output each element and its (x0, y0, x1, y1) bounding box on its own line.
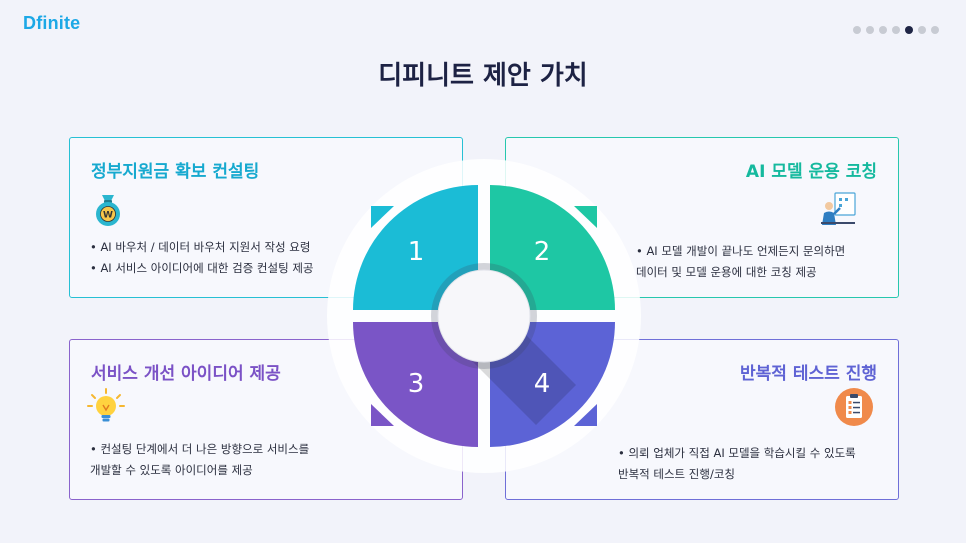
wheel-quadrant-4 (490, 322, 615, 447)
wheel-corner-4 (574, 404, 597, 426)
card-line: • 컨설팅 단계에서 더 나은 방향으로 서비스를 (90, 442, 310, 456)
card-line: 데이터 및 모델 운용에 대한 코칭 제공 (636, 265, 817, 279)
wheel-quadrant-1 (353, 185, 478, 310)
pager-dot-active[interactable] (905, 26, 913, 34)
svg-text:W: W (103, 211, 113, 221)
card-title: AI 모델 운용 코칭 (745, 162, 877, 182)
pager-dot[interactable] (918, 26, 926, 34)
wheel-corner-3 (371, 404, 394, 426)
money-bag-icon: W (88, 189, 128, 229)
pager-dot[interactable] (931, 26, 939, 34)
card-title: 서비스 개선 아이디어 제공 (91, 364, 281, 384)
wheel-quadrant-2 (490, 185, 615, 310)
card-line: • AI 모델 개발이 끝나도 언제든지 문의하면 (636, 244, 846, 258)
pager-dot[interactable] (892, 26, 900, 34)
pager-dot[interactable] (866, 26, 874, 34)
pager-dot[interactable] (879, 26, 887, 34)
page-title: 디피니트 제안 가치 (378, 61, 588, 91)
pager-dot[interactable] (853, 26, 861, 34)
presentation-icon (818, 189, 858, 229)
quadrant-number-4: 4 (534, 369, 551, 399)
card-title: 정부지원금 확보 컨설팅 (91, 162, 260, 182)
quadrant-number-1: 1 (408, 237, 425, 267)
lightbulb-icon (86, 387, 126, 427)
quadrant-number-2: 2 (534, 237, 551, 267)
wheel-corner-1 (371, 206, 394, 228)
dfinite-logo: Dfinite (23, 13, 81, 33)
card-line: 반복적 테스트 진행/코칭 (618, 467, 735, 481)
card-line: • AI 바우처 / 데이터 바우처 지원서 작성 요령 (90, 240, 311, 254)
card-line: 개발할 수 있도록 아이디어를 제공 (90, 463, 253, 477)
value-wheel: 1 2 3 4 (327, 159, 641, 473)
card-line: • 의뢰 업체가 직접 AI 모델을 학습시킬 수 있도록 (618, 446, 856, 460)
card-title: 반복적 테스트 진행 (740, 364, 877, 384)
wheel-corner-2 (574, 206, 597, 228)
slide-pager (853, 26, 939, 34)
quadrant-number-3: 3 (408, 369, 425, 399)
checklist-icon (834, 387, 874, 427)
wheel-hub (437, 269, 531, 363)
wheel-quadrant-3 (353, 322, 478, 447)
card-line: • AI 서비스 아이디어에 대한 검증 컨설팅 제공 (90, 261, 314, 275)
